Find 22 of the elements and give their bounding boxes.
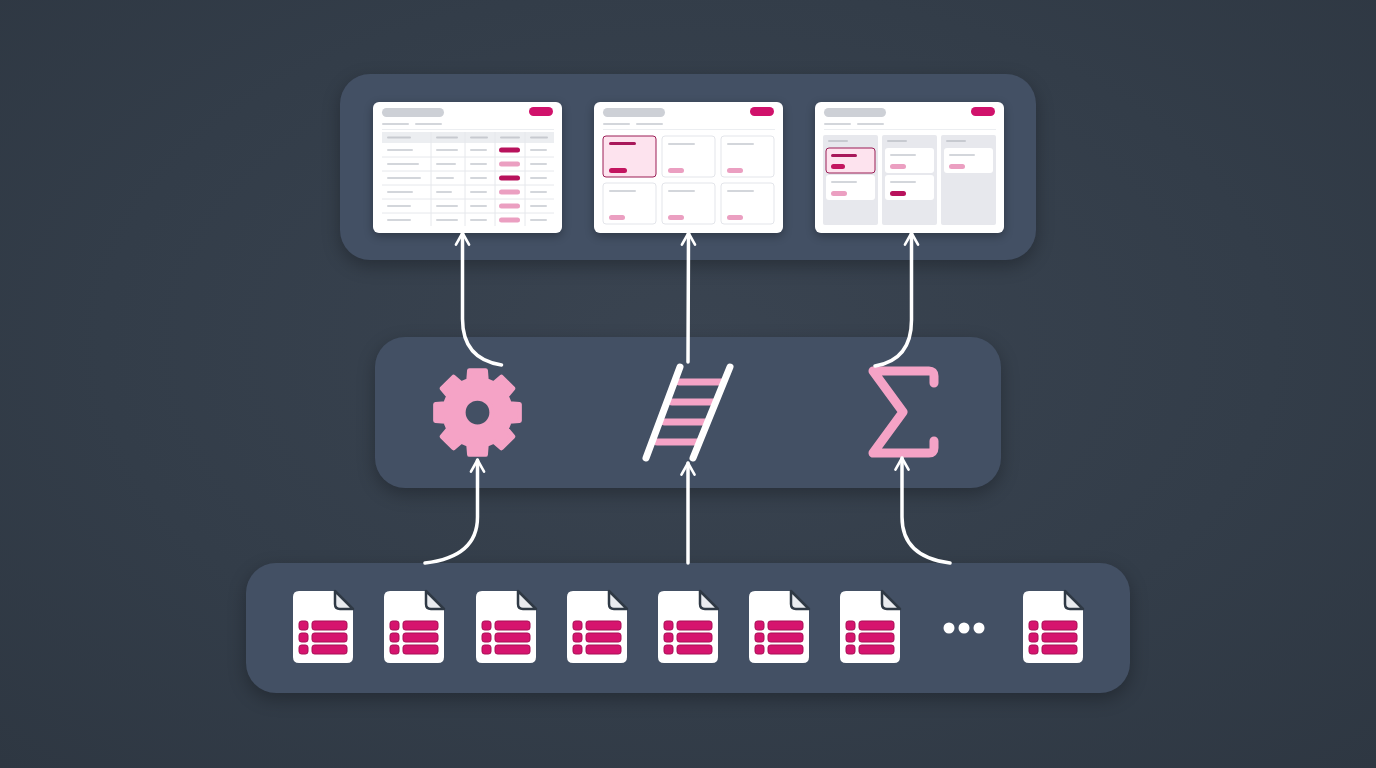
curved-arrow	[423, 458, 486, 565]
files-panel	[246, 563, 1130, 693]
arrow	[680, 461, 696, 565]
spreadsheet-file-icon	[384, 591, 444, 663]
ladder-icon	[640, 362, 736, 463]
curved-arrow	[454, 231, 504, 367]
card-grid-drawing	[594, 102, 783, 233]
spreadsheet-file-icon	[476, 591, 536, 663]
spreadsheet-file-icon	[293, 591, 353, 663]
curved-arrow	[873, 231, 920, 368]
views-panel	[340, 74, 1036, 260]
arrow	[680, 231, 697, 364]
table-view-drawing	[373, 102, 562, 233]
curved-arrow	[894, 456, 952, 565]
gear-icon	[430, 365, 525, 460]
spreadsheet-file-icon	[1023, 591, 1083, 663]
tools-panel	[375, 337, 1001, 488]
spreadsheet-file-icon	[840, 591, 900, 663]
kanban-board-drawing	[815, 102, 1004, 233]
spreadsheet-file-icon	[658, 591, 718, 663]
spreadsheet-file-icon	[749, 591, 809, 663]
spreadsheet-file-icon	[567, 591, 627, 663]
